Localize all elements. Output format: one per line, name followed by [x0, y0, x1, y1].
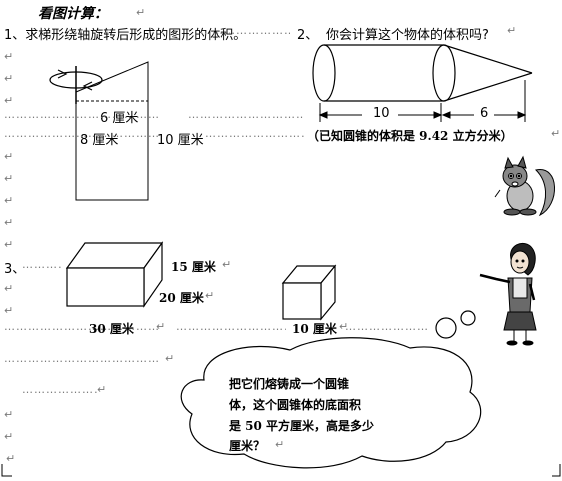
- teacher-illustration: [479, 243, 537, 346]
- dotted-leader: …………………………………: [22, 383, 97, 396]
- paragraph-mark: ↵: [205, 289, 215, 302]
- cube-figure: [281, 264, 337, 321]
- dotted-leader: …………………………………: [176, 320, 286, 333]
- page-corner-marks: [1, 464, 561, 477]
- dimension-lines-q2: [318, 80, 527, 122]
- dotted-leader: …………………………………: [205, 127, 305, 140]
- question-2-text: 你会计算这个物体的体积吗?: [326, 28, 489, 43]
- cuboid-width-label: 20 厘米: [159, 291, 204, 305]
- paragraph-mark: ↵: [136, 6, 146, 19]
- paragraph-mark: ↵: [4, 150, 14, 163]
- dotted-leader: …………………………………: [22, 258, 62, 271]
- paragraph-mark: ↵: [4, 408, 14, 421]
- paragraph-mark: ↵: [551, 127, 561, 140]
- paragraph-mark: ↵: [97, 383, 107, 396]
- bubble-line-2: 体，这个圆锥体的底面积: [229, 398, 362, 412]
- cuboid-length-label: 30 厘米: [89, 322, 134, 336]
- dotted-leader: …………………………………: [4, 352, 160, 365]
- bubble-line-3: 是 50 平方厘米，高是多少: [229, 419, 375, 433]
- paragraph-mark: ↵: [4, 72, 14, 85]
- question-1-text: 1、求梯形绕轴旋转后形成的图形的体积。: [4, 28, 247, 43]
- thought-bubble: [180, 310, 482, 469]
- paragraph-mark: ↵: [4, 430, 14, 443]
- paragraph-mark: ↵: [165, 352, 175, 365]
- paragraph-mark: ↵: [4, 94, 14, 107]
- trapezoid-top-label: 6 厘米: [100, 111, 139, 126]
- cuboid-figure: [65, 241, 164, 308]
- page-title: 看图计算：: [38, 6, 108, 22]
- rotation-arrow-icon: [49, 69, 103, 91]
- dotted-leader: …………………………………: [200, 24, 290, 37]
- question-2-number: 2、: [297, 28, 319, 43]
- cuboid-height-label: 15 厘米: [171, 260, 216, 274]
- paragraph-mark: ↵: [222, 258, 232, 271]
- paragraph-mark: ↵: [4, 172, 14, 185]
- paragraph-mark: ↵: [4, 304, 14, 317]
- dotted-leader: …………………………………: [4, 108, 160, 121]
- paragraph-mark: ↵: [156, 320, 166, 333]
- trapezoid-left-label: 8 厘米: [80, 133, 119, 148]
- paragraph-mark: ↵: [275, 438, 285, 451]
- paragraph-mark: ↵: [4, 216, 14, 229]
- dotted-leader: …………………………………: [4, 127, 160, 140]
- cube-edge-label: 10 厘米: [292, 322, 337, 336]
- paragraph-mark: ↵: [4, 194, 14, 207]
- dotted-leader: …………………………………: [345, 320, 430, 333]
- bubble-line-1: 把它们熔铸成一个圆锥: [229, 377, 350, 391]
- dotted-leader: …………………………………: [188, 108, 303, 121]
- trapezoid-right-label: 10 厘米: [157, 133, 204, 148]
- cone-length-label: 6: [480, 106, 489, 121]
- cone-volume-note: （已知圆锥的体积是 9.42 立方分米）: [307, 129, 513, 143]
- paragraph-mark: ↵: [4, 238, 14, 251]
- cylinder-length-label: 10: [373, 106, 390, 121]
- paragraph-mark: ↵: [4, 50, 14, 63]
- paragraph-mark: ↵: [6, 452, 16, 465]
- squirrel-illustration: [494, 155, 555, 217]
- cylinder-cone-figure: [312, 44, 533, 102]
- paragraph-mark: ↵: [4, 282, 14, 295]
- dotted-leader: …………………………………: [4, 320, 160, 333]
- paragraph-mark: ↵: [507, 24, 517, 37]
- question-3-number: 3、: [4, 262, 26, 277]
- paragraph-mark: ↵: [339, 320, 349, 333]
- bubble-line-4: 厘米？: [229, 439, 266, 453]
